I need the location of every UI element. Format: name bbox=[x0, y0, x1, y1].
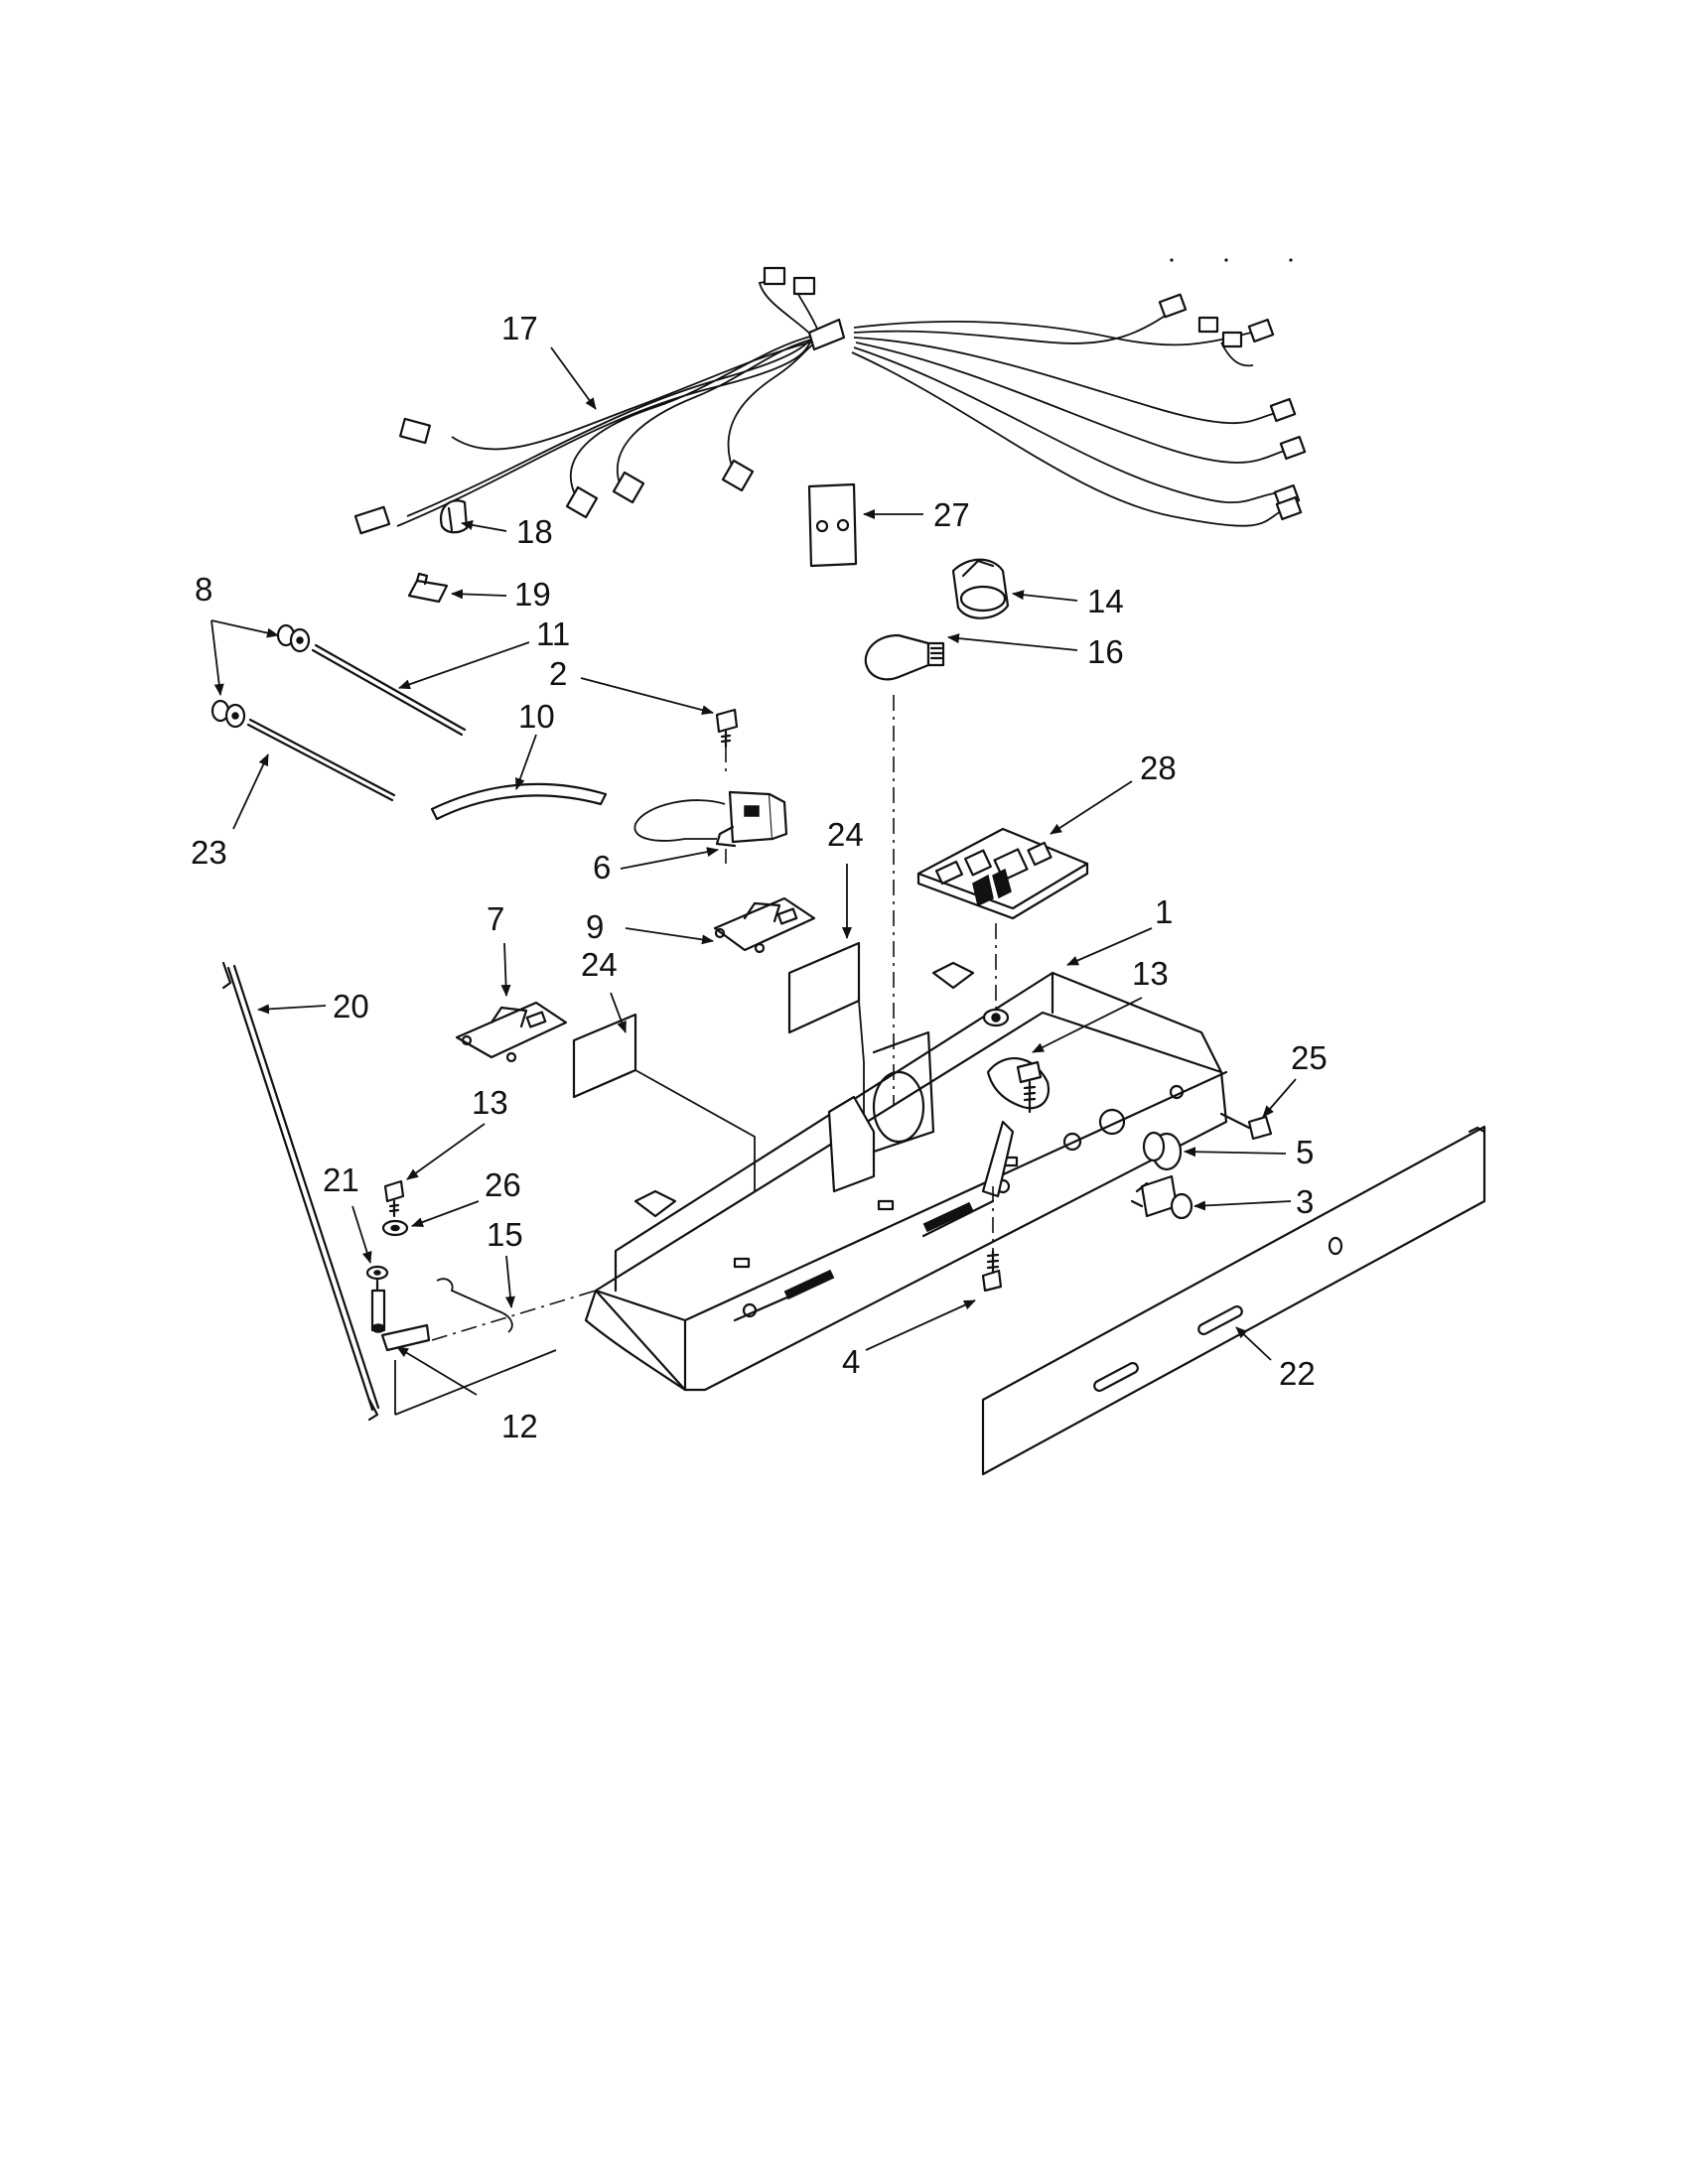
callout-15: 15 bbox=[487, 1216, 523, 1253]
callout-28: 28 bbox=[1140, 750, 1177, 786]
control-housing-1 bbox=[584, 961, 1228, 1392]
tube-10 bbox=[430, 782, 608, 821]
rod-20 bbox=[221, 961, 380, 1422]
callout-18: 18 bbox=[516, 513, 553, 550]
callout-4: 4 bbox=[842, 1343, 860, 1380]
spring-15 bbox=[436, 1278, 513, 1333]
bracket-9 bbox=[713, 896, 816, 954]
screw-2 bbox=[715, 708, 739, 749]
callout-8: 8 bbox=[195, 571, 212, 608]
screw-25 bbox=[1219, 1112, 1273, 1141]
scan-specks bbox=[1170, 258, 1293, 262]
leader-arrows bbox=[210, 346, 1297, 1396]
callout-6: 6 bbox=[593, 849, 611, 886]
callout-11: 11 bbox=[536, 615, 570, 652]
callout-12: 12 bbox=[501, 1408, 538, 1444]
nut-8-lower bbox=[210, 699, 246, 729]
callout-21: 21 bbox=[323, 1161, 359, 1198]
hinge-base-line bbox=[394, 1349, 557, 1416]
callout-24-left: 24 bbox=[581, 946, 618, 983]
control-board-28 bbox=[916, 827, 1089, 920]
callout-14: 14 bbox=[1087, 583, 1124, 619]
callout-23: 23 bbox=[191, 834, 227, 871]
callout-7: 7 bbox=[487, 900, 504, 937]
switch-3 bbox=[1130, 1174, 1193, 1220]
rod-23 bbox=[246, 718, 396, 802]
pad-27 bbox=[807, 482, 858, 568]
callout-16: 16 bbox=[1087, 633, 1124, 670]
bracket-7 bbox=[455, 1001, 568, 1063]
label-24-left bbox=[572, 1013, 637, 1099]
callout-3: 3 bbox=[1296, 1183, 1314, 1220]
callout-13-lower: 13 bbox=[472, 1084, 508, 1121]
callout-25: 25 bbox=[1291, 1039, 1328, 1076]
label-24-right bbox=[787, 941, 861, 1034]
callout-22: 22 bbox=[1279, 1355, 1316, 1392]
callout-10: 10 bbox=[518, 698, 555, 735]
washer-26 bbox=[381, 1219, 409, 1237]
callouts: 17 18 19 27 14 16 8 11 2 10 23 6 28 24 2… bbox=[191, 310, 1328, 1444]
hinge-12 bbox=[370, 1279, 431, 1352]
wire-harness-17 bbox=[353, 266, 1307, 535]
callout-26: 26 bbox=[485, 1166, 521, 1203]
callout-24-right: 24 bbox=[827, 816, 864, 853]
clip-19 bbox=[407, 572, 449, 604]
callout-1: 1 bbox=[1155, 893, 1173, 930]
callout-5: 5 bbox=[1296, 1134, 1314, 1170]
lamp-socket-14 bbox=[951, 558, 1010, 619]
knob-5 bbox=[1142, 1131, 1183, 1171]
switch-6 bbox=[633, 790, 788, 848]
callout-20: 20 bbox=[333, 988, 369, 1024]
callout-27: 27 bbox=[933, 496, 970, 533]
rod-11 bbox=[311, 643, 467, 737]
hinge-centerline bbox=[431, 1290, 597, 1341]
callout-17: 17 bbox=[501, 310, 538, 346]
callout-9: 9 bbox=[586, 908, 604, 945]
front-panel-22 bbox=[981, 1125, 1486, 1476]
clip-18 bbox=[439, 499, 469, 534]
nut-8-upper bbox=[276, 623, 311, 653]
light-bulb-16 bbox=[864, 633, 945, 681]
screw-13-upper bbox=[1016, 1060, 1043, 1114]
screw-4 bbox=[981, 1249, 1003, 1293]
callout-13-upper: 13 bbox=[1132, 955, 1169, 992]
washer-21 bbox=[365, 1265, 389, 1281]
callout-2: 2 bbox=[549, 655, 567, 692]
screw-13-lower bbox=[383, 1179, 405, 1218]
callout-19: 19 bbox=[514, 576, 551, 613]
